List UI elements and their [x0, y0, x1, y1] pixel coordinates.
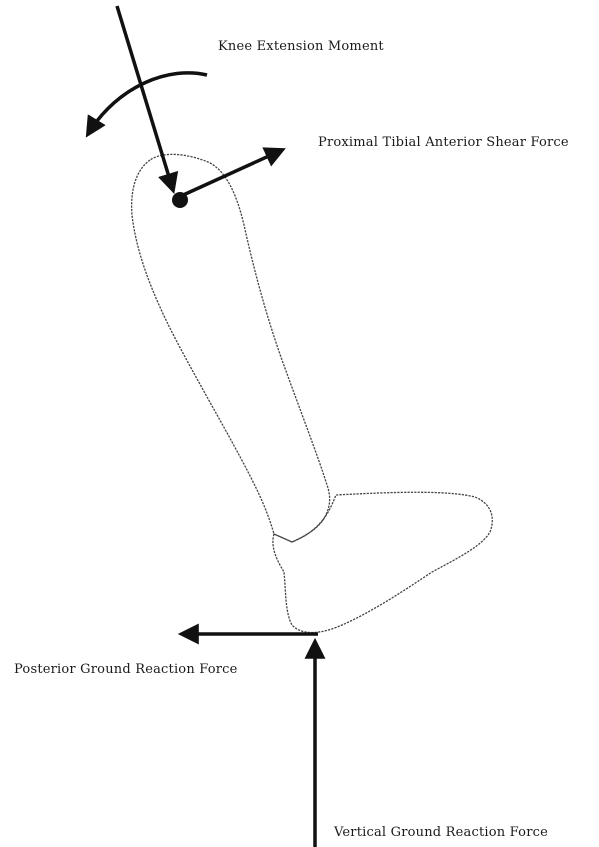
vertical-grf-label: Vertical Ground Reaction Force — [334, 825, 548, 840]
shank-outline — [132, 154, 330, 542]
posterior-grf-label: Posterior Ground Reaction Force — [14, 662, 238, 677]
foot-outline — [273, 492, 492, 632]
knee-load-arrow — [117, 6, 173, 190]
knee-extension-moment-label: Knee Extension Moment — [218, 39, 384, 54]
anterior-shear-force-label: Proximal Tibial Anterior Shear Force — [318, 135, 569, 150]
